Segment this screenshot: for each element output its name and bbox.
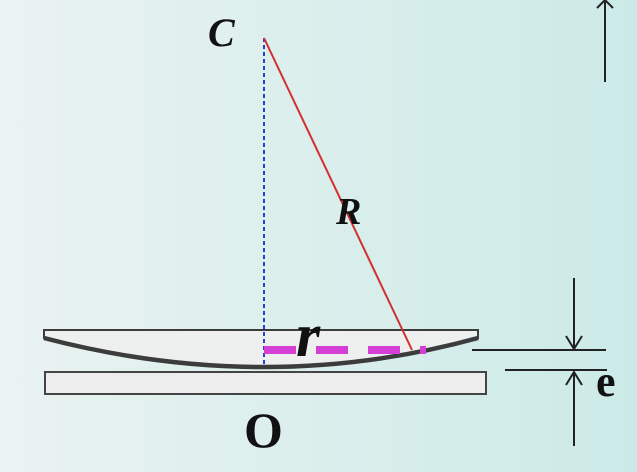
label-gap: e (596, 357, 616, 406)
radius-line (263, 37, 413, 351)
top-arrow-head (596, 0, 614, 9)
label-origin: O (244, 402, 283, 458)
glass-plate (44, 371, 487, 395)
label-center: C (208, 10, 236, 55)
gap-arrow-up-head (565, 370, 583, 386)
lens-curved-surface (43, 335, 479, 370)
label-ring-radius: r (296, 302, 321, 370)
label-radius: R (335, 191, 361, 233)
gap-arrow-down-head (565, 335, 583, 351)
